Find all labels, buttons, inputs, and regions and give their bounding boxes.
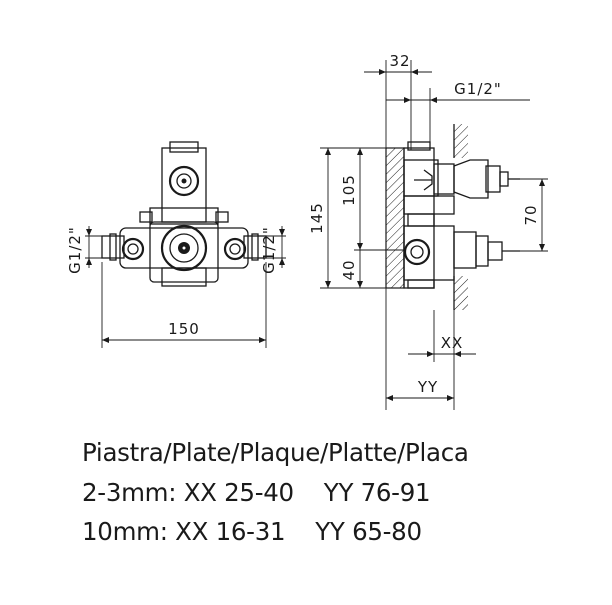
caption-spec-10mm: 10mm: XX 16-31 YY 65-80 [82,517,422,546]
front-width-label: 150 [168,320,200,338]
technical-drawing: G1/2" G1/2" 150 [66,52,548,410]
caption-spec-2-3mm: 2-3mm: XX 25-40 YY 76-91 [82,478,431,507]
wall-plate-hatch [385,147,405,289]
dim-70-label: 70 [522,204,540,225]
dim-vertical-left [320,147,404,289]
dim-105-label: 105 [340,174,358,206]
dim-70 [520,178,548,252]
right-thread-dimension [263,226,286,268]
left-thread-dimension [85,226,104,268]
valve-body-front [101,141,267,287]
dim-145-label: 145 [308,202,326,234]
right-wall-hatch-bottom [454,276,468,310]
caption-plate-title: Piastra/Plate/Plaque/Platte/Placa [82,438,469,467]
side-view: 32 G1/2" 145 105 40 70 [308,52,548,410]
front-right-thread-label: G1/2" [260,226,278,274]
front-left-thread-label: G1/2" [66,226,84,274]
dim-xx-label: XX [441,334,464,352]
dim-xx [408,310,476,362]
valve-body-side [403,141,520,289]
front-view: G1/2" G1/2" 150 [66,141,286,348]
dim-yy-label: YY [417,378,438,396]
side-thread-label: G1/2" [454,80,502,98]
dim-32-label: 32 [389,52,410,70]
dim-40-label: 40 [340,259,358,280]
width-dimension [101,262,267,348]
right-wall-hatch-top [454,124,468,158]
